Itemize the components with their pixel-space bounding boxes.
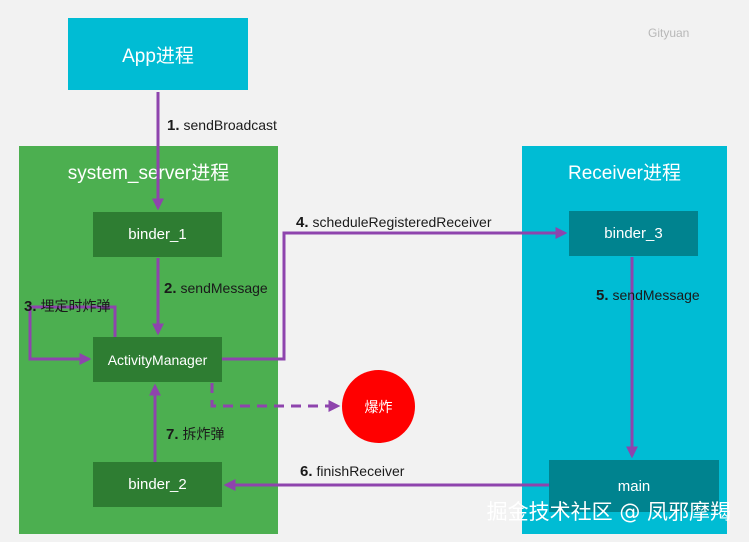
binder-2-node: binder_2 bbox=[93, 462, 222, 507]
footer-watermark: 掘金技术社区 @ 凤邪摩羯 bbox=[486, 500, 731, 524]
arrow-schedule-receiver bbox=[222, 227, 568, 361]
arrow-set-timer-loop bbox=[28, 305, 117, 365]
gityuan-watermark: Gityuan bbox=[648, 26, 690, 40]
receiver-title: Receiver进程 bbox=[568, 163, 681, 184]
app-process-box: App进程 bbox=[68, 18, 248, 90]
arrow-explode-dashed bbox=[210, 383, 341, 412]
explode-circle: 爆炸 bbox=[342, 370, 415, 443]
activity-manager-node: ActivityManager bbox=[93, 337, 222, 382]
step-5-label: 5.sendMessage bbox=[596, 287, 700, 304]
binder-1-node: binder_1 bbox=[93, 212, 222, 257]
system-server-title: system_server进程 bbox=[67, 163, 230, 184]
step-4-label: 4.scheduleRegisteredReceiver bbox=[296, 214, 492, 231]
main-node: main bbox=[549, 460, 719, 512]
step-1-label: 1.sendBroadcast bbox=[167, 117, 277, 134]
step-6-label: 6.finishReceiver bbox=[300, 463, 405, 480]
step-7-label: 7.拆炸弹 bbox=[166, 426, 225, 443]
step-3-label: 3.埋定时炸弹 bbox=[24, 298, 111, 315]
step-2-label: 2.sendMessage bbox=[164, 280, 268, 297]
binder-3-node: binder_3 bbox=[569, 211, 698, 256]
